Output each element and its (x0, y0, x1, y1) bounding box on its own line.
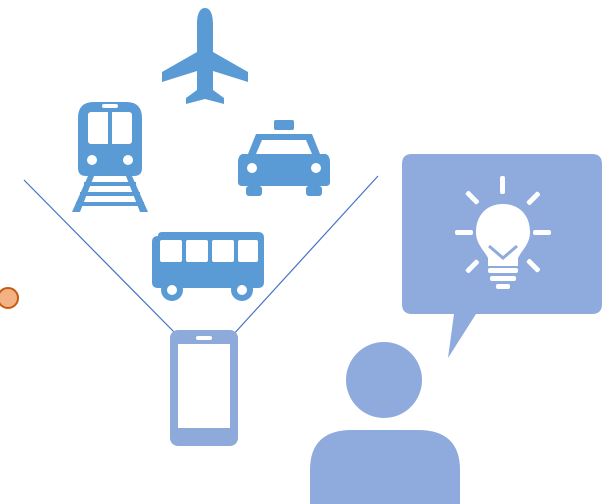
lightbulb-icon (455, 176, 551, 289)
airplane-icon (162, 8, 248, 104)
funnel-lines (23, 175, 379, 337)
handle-dot (0, 287, 19, 309)
taxi-icon (238, 120, 330, 196)
bus-icon (152, 232, 264, 301)
person-icon (310, 342, 460, 504)
smartphone-icon (170, 330, 238, 446)
train-icon (72, 102, 148, 212)
funnel-line-right (231, 175, 379, 337)
funnel-line-left (23, 179, 179, 337)
